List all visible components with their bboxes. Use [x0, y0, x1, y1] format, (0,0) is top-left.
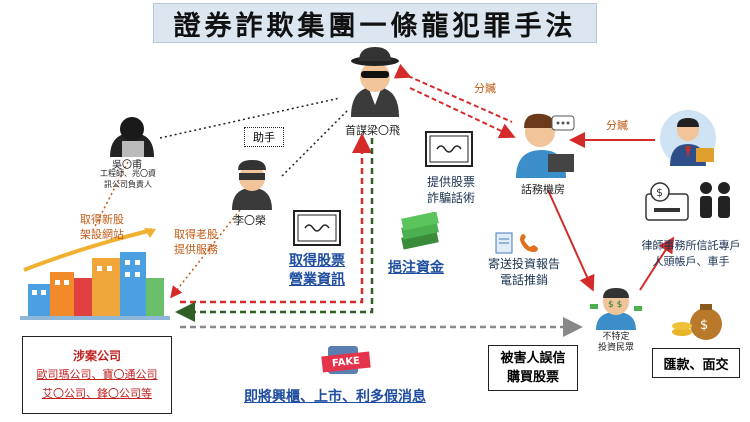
call-victim-arrow: [547, 189, 595, 292]
cash-stack-icon: [401, 212, 439, 250]
lawyer-office-icon: [660, 110, 716, 166]
victims-label: 不特定 投資民眾: [592, 332, 640, 354]
id-account-icon: $: [645, 182, 730, 221]
split-arrow-upper: [393, 63, 513, 123]
provide-stock-line-2: 詐騙話術: [426, 191, 475, 205]
get-stock-line-1: 取得股票: [289, 253, 345, 269]
send-report-line-2: 電話推銷: [499, 273, 548, 287]
wu-name: 吳〇甫: [112, 160, 142, 171]
lawyer-line-2: 人頭帳戶、車手: [652, 255, 730, 268]
lawyer-line-1: 律師事務所信託專戶: [641, 239, 741, 252]
boss-hacker-icon: [351, 47, 399, 117]
send-report-line-1: 寄送投資報告: [487, 257, 560, 271]
fake-news-badge: FAKE: [320, 346, 372, 376]
provide-stock-label: 提供股票 詐騙話術: [420, 174, 482, 206]
company-buildings-icon: [20, 228, 170, 320]
boss-label: 首謀梁〇飛: [345, 124, 400, 137]
companies-heading: 涉案公司: [72, 349, 121, 363]
stock-info-arrow: [180, 133, 372, 304]
wu-boss-link: [159, 97, 341, 139]
victim-box: 被害人誤信 購買股票: [488, 345, 578, 391]
victims-line-2: 投資民眾: [597, 343, 634, 353]
companies-line-1: 歐司瑪公司、寶〇通公司: [36, 368, 158, 381]
old-stock-line-1: 取得老股: [174, 228, 218, 241]
victim-box-line-2: 購買股票: [506, 370, 559, 385]
split-label-right: 分贓: [606, 119, 628, 132]
thief-icon: [232, 160, 272, 210]
report-phone-icon: [495, 232, 538, 254]
fake-news-label: 即將興櫃、上市、利多假消息: [244, 389, 426, 405]
victim-box-line-1: 被害人誤信: [500, 351, 566, 366]
remit-label: 匯款、面交: [663, 357, 729, 373]
victim-lawyer-arrow: [639, 236, 675, 291]
helper-label: 助手: [253, 131, 275, 144]
helper-badge: 助手: [244, 127, 284, 147]
old-stock-line-2: 提供服務: [174, 243, 218, 256]
split-label-upper: 分贓: [474, 82, 496, 95]
companies-box: 涉案公司 歐司瑪公司、寶〇通公司 艾〇公司、鋒〇公司等: [22, 336, 172, 414]
li-boss-link: [281, 109, 349, 177]
engineer-hacker-icon: [110, 117, 154, 157]
stock-info-certificate-icon: [293, 210, 341, 246]
call-center-operator-icon: [516, 113, 575, 178]
li-label: 李〇榮: [233, 214, 266, 227]
get-stock-line-2: 營業資訊: [289, 272, 345, 288]
svg-text:$: $: [656, 186, 663, 199]
remit-box: 匯款、面交: [652, 348, 740, 378]
lawyer-label: 律師事務所信託專戶 人頭帳戶、車手: [634, 238, 748, 270]
wu-desc: 工程師、兆〇資 訊公司負責人: [95, 168, 161, 190]
provide-stock-line-1: 提供股票: [426, 175, 475, 189]
money-bag-icon: $: [672, 304, 722, 340]
call-center-label: 話務機房: [521, 183, 565, 196]
title-banner: 證券詐欺集團一條龍犯罪手法: [153, 3, 597, 43]
li-company-line: [170, 209, 241, 299]
funding-arrow: [175, 138, 374, 322]
svg-text:$ $: $ $: [608, 300, 622, 310]
inject-funds-label: 挹注資金: [388, 260, 444, 276]
fake-label: FAKE: [321, 351, 371, 373]
wu-desc-line-1: 工程師、兆〇資: [100, 169, 156, 178]
new-stock-label: 取得新股 架設網站: [72, 212, 132, 242]
page-title: 證券詐欺集團一條龍犯罪手法: [173, 10, 577, 42]
get-stock-label: 取得股票 營業資訊: [276, 252, 358, 290]
victim-investor-icon: $ $: [590, 288, 642, 330]
new-stock-line-1: 取得新股: [80, 213, 124, 226]
boss-call-arrow: [409, 87, 516, 139]
stock-certificate-icon: [425, 131, 473, 167]
send-report-label: 寄送投資報告 電話推銷: [484, 256, 564, 288]
wu-company-line: [91, 161, 129, 233]
old-stock-label: 取得老股 提供服務: [166, 227, 226, 257]
wu-desc-line-2: 訊公司負責人: [104, 180, 152, 189]
svg-text:$: $: [700, 318, 708, 333]
companies-line-2: 艾〇公司、鋒〇公司等: [42, 387, 152, 400]
victims-line-1: 不特定: [602, 332, 630, 342]
new-stock-line-2: 架設網站: [80, 228, 124, 241]
